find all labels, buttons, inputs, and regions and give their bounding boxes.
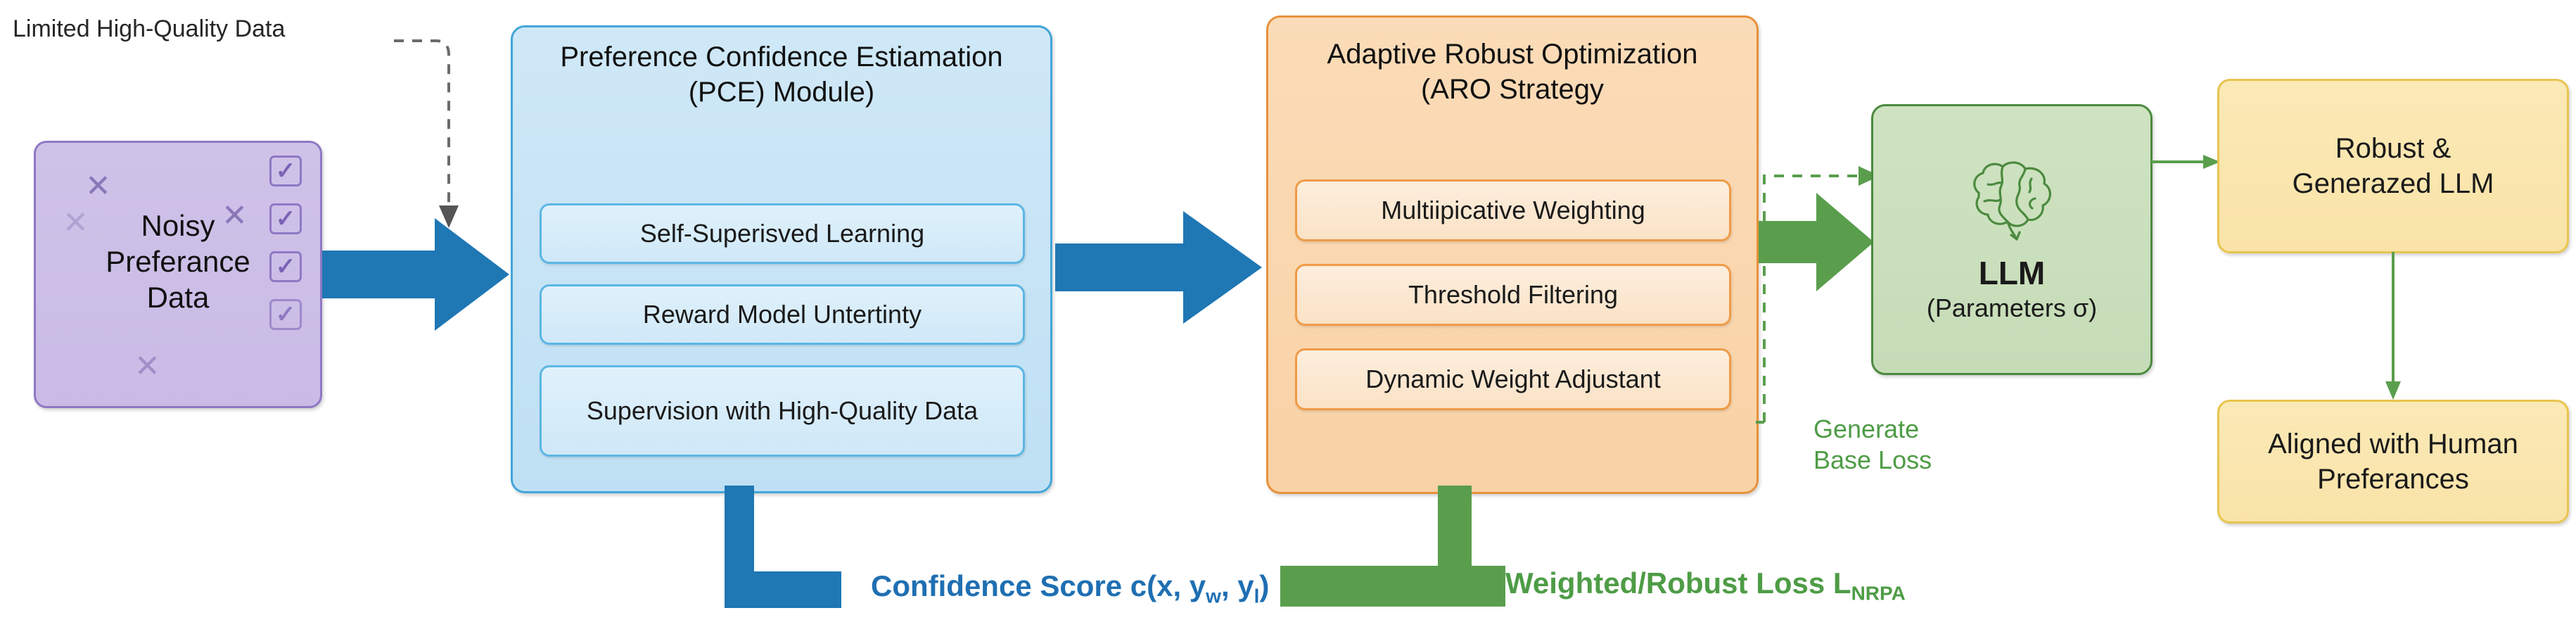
robust-loss-prefix: Weighted/Robust Loss L — [1505, 566, 1851, 600]
confidence-score-suffix: ) — [1259, 569, 1270, 602]
aro-title-line2: (ARO Strategy — [1420, 73, 1605, 105]
limited-data-dashed-connector — [394, 39, 459, 228]
pce-item-supervision-high-quality-data[interactable]: Supervision with High-Quality Data — [540, 365, 1025, 457]
noisy-data-label-line2: Preferance — [106, 245, 250, 279]
arrow-pce-to-aro — [1055, 211, 1262, 324]
aligned-label-line1: Aligned with Human — [2268, 429, 2518, 460]
arrow-noisy-to-pce — [322, 218, 509, 331]
llm-label: LLM — [1978, 254, 2046, 291]
robust-loss-label: Weighted/Robust Loss LNRPA — [1505, 569, 1906, 603]
pce-item-self-supervised-learning[interactable]: Self-Superisved Learning — [540, 203, 1025, 264]
noisy-data-label: Noisy Preferance Data — [36, 208, 320, 316]
llm-node[interactable]: LLM (Parameters σ) — [1871, 104, 2153, 375]
aligned-label-line2: Preferances — [2317, 464, 2469, 495]
generate-base-loss-line1: Generate — [1813, 414, 1920, 443]
confidence-score-label: Confidence Score c(x, yw, yl) — [871, 571, 1269, 606]
x-mark-icon: ✕ — [222, 198, 248, 233]
generate-base-loss-dashed-connector — [1756, 166, 1880, 424]
pce-item-reward-model-uncertainty[interactable]: Reward Model Untertinty — [540, 284, 1025, 345]
brain-icon — [1959, 156, 2065, 251]
confidence-score-sub-w: w — [1206, 585, 1221, 607]
noisy-data-label-line3: Data — [146, 281, 210, 315]
aro-module-node[interactable]: Adaptive Robust Optimization (ARO Strate… — [1266, 15, 1759, 494]
llm-parameters-label: (Parameters σ) — [1926, 293, 2098, 323]
robust-loss-connector — [1280, 486, 1505, 607]
confidence-score-prefix: Confidence Score c(x, y — [871, 569, 1206, 602]
checkbox-checked-icon: ✓ — [269, 251, 302, 282]
pce-module-title: Preference Confidence Estiamation (PCE) … — [551, 40, 1011, 110]
aro-item-dynamic-weight-adjustment[interactable]: Dynamic Weight Adjustant — [1295, 348, 1731, 410]
confidence-score-connector — [725, 486, 841, 608]
robust-generalized-llm-node[interactable]: Robust & Generazed LLM — [2217, 79, 2569, 253]
confidence-score-sub-l: l — [1254, 585, 1260, 607]
arrow-aro-to-llm — [1759, 193, 1874, 291]
noisy-preference-data-node[interactable]: ✕ ✕ ✕ ✕ ✓ ✓ ✓ ✓ Noisy Preferance Data — [34, 141, 322, 408]
arrow-llm-to-robust-llm — [2151, 155, 2220, 169]
robust-loss-sub: NRPA — [1851, 582, 1906, 604]
limited-high-quality-data-label: Limited High-Quality Data — [13, 15, 286, 42]
aro-item-threshold-filtering[interactable]: Threshold Filtering — [1295, 264, 1731, 326]
aligned-human-preferences-node[interactable]: Aligned with Human Preferances — [2217, 400, 2569, 524]
robust-llm-label-line1: Robust & — [2335, 133, 2451, 164]
aro-module-title: Adaptive Robust Optimization (ARO Strate… — [1319, 37, 1707, 107]
aro-item-multiplicative-weighting[interactable]: Multiipicative Weighting — [1295, 179, 1731, 241]
generate-base-loss-line2: Base Loss — [1813, 445, 1932, 474]
pce-title-line2: (PCE) Module) — [688, 76, 875, 108]
pce-module-node[interactable]: Preference Confidence Estiamation (PCE) … — [511, 25, 1052, 493]
checkbox-checked-icon: ✓ — [269, 299, 302, 330]
x-mark-icon: ✕ — [63, 205, 89, 240]
x-mark-icon: ✕ — [85, 169, 111, 203]
checkbox-checked-icon: ✓ — [269, 203, 302, 234]
x-mark-icon: ✕ — [134, 349, 160, 384]
aro-title-line1: Adaptive Robust Optimization — [1327, 39, 1698, 70]
arrow-robust-llm-to-aligned — [2385, 252, 2401, 400]
pce-title-line1: Preference Confidence Estiamation — [560, 42, 1003, 72]
noisy-data-label-line1: Noisy — [141, 209, 215, 242]
generate-base-loss-label: Generate Base Loss — [1813, 414, 1932, 476]
confidence-score-mid: , y — [1220, 569, 1254, 602]
robust-llm-label-line2: Generazed LLM — [2292, 168, 2494, 199]
checkbox-checked-icon: ✓ — [269, 156, 302, 186]
